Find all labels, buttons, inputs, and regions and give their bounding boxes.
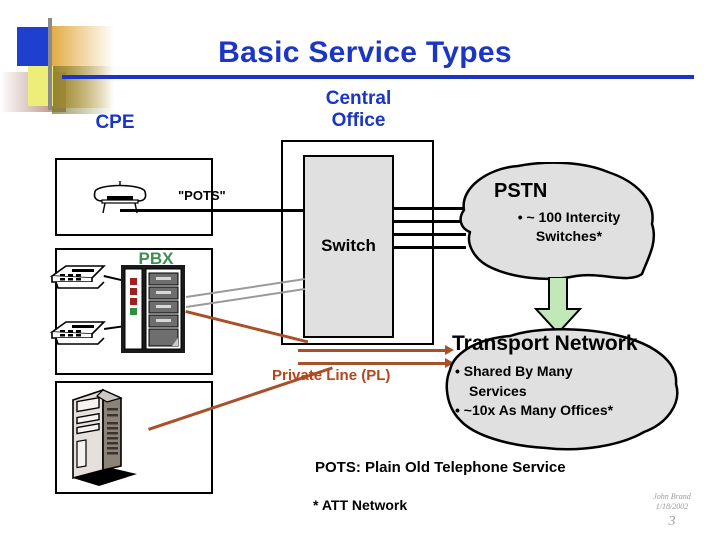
blue-square-icon xyxy=(17,27,49,66)
pstn-bullets: • ~ 100 Intercity Switches* xyxy=(517,209,621,244)
tn-bullet-2: • ~10x As Many Offices* xyxy=(455,402,614,419)
pstn-title: PSTN xyxy=(494,180,548,202)
private-line-upper xyxy=(298,349,448,352)
transport-network-title: Transport Network xyxy=(452,332,638,355)
office-telephone-icon xyxy=(48,318,108,350)
switch-box xyxy=(303,155,394,338)
office-telephone-icon xyxy=(48,262,108,294)
logo-olive-gradient xyxy=(52,66,114,114)
central-office-box xyxy=(281,140,434,345)
transport-network-bullets: • Shared By Many Services • ~10x As Many… xyxy=(455,362,685,421)
private-line-arrowhead xyxy=(445,345,454,355)
page-title: Basic Service Types xyxy=(218,36,512,69)
trunk-line xyxy=(392,246,466,249)
desk-telephone-icon xyxy=(88,180,152,214)
private-line-lower xyxy=(298,362,448,365)
green-down-arrow-icon xyxy=(532,276,584,335)
signature-date: 1/18/2002 xyxy=(655,502,689,511)
pots-connection-line xyxy=(120,209,305,212)
computer-tower-icon xyxy=(63,388,149,488)
private-line-label: Private Line (PL) xyxy=(272,367,391,384)
slide-logo-decoration xyxy=(0,10,114,122)
author-name: John Brand xyxy=(653,492,691,501)
cpe-box-pbx xyxy=(55,248,213,375)
private-line-arrowhead xyxy=(445,358,454,368)
title-divider xyxy=(62,75,694,79)
tn-bullet-1: • Shared By Many xyxy=(455,363,573,379)
att-network-note: * ATT Network xyxy=(313,497,408,513)
page-number: 3 xyxy=(668,514,676,529)
pots-expansion-note: POTS: Plain Old Telephone Service xyxy=(315,459,566,476)
cpe-section-heading: CPE xyxy=(95,112,135,133)
transport-network-cloud xyxy=(440,326,685,452)
cpe-box-computer xyxy=(55,381,213,494)
switch-label: Switch xyxy=(321,236,376,255)
trunk-line xyxy=(392,233,466,236)
trunk-line xyxy=(392,220,466,223)
pbx-label: PBX xyxy=(138,249,174,268)
central-office-section-heading: Central Office xyxy=(325,88,392,132)
cpe-box-pots xyxy=(55,158,213,236)
pbx-cabinet-icon xyxy=(120,264,186,354)
gray-bar-icon xyxy=(48,18,52,110)
pstn-cloud xyxy=(452,162,662,284)
pots-label: "POTS" xyxy=(178,188,226,203)
trunk-line xyxy=(392,207,466,210)
tn-bullet-1-continued: Services xyxy=(469,382,527,399)
author-signature: John Brand 1/18/2002 xyxy=(640,492,704,512)
